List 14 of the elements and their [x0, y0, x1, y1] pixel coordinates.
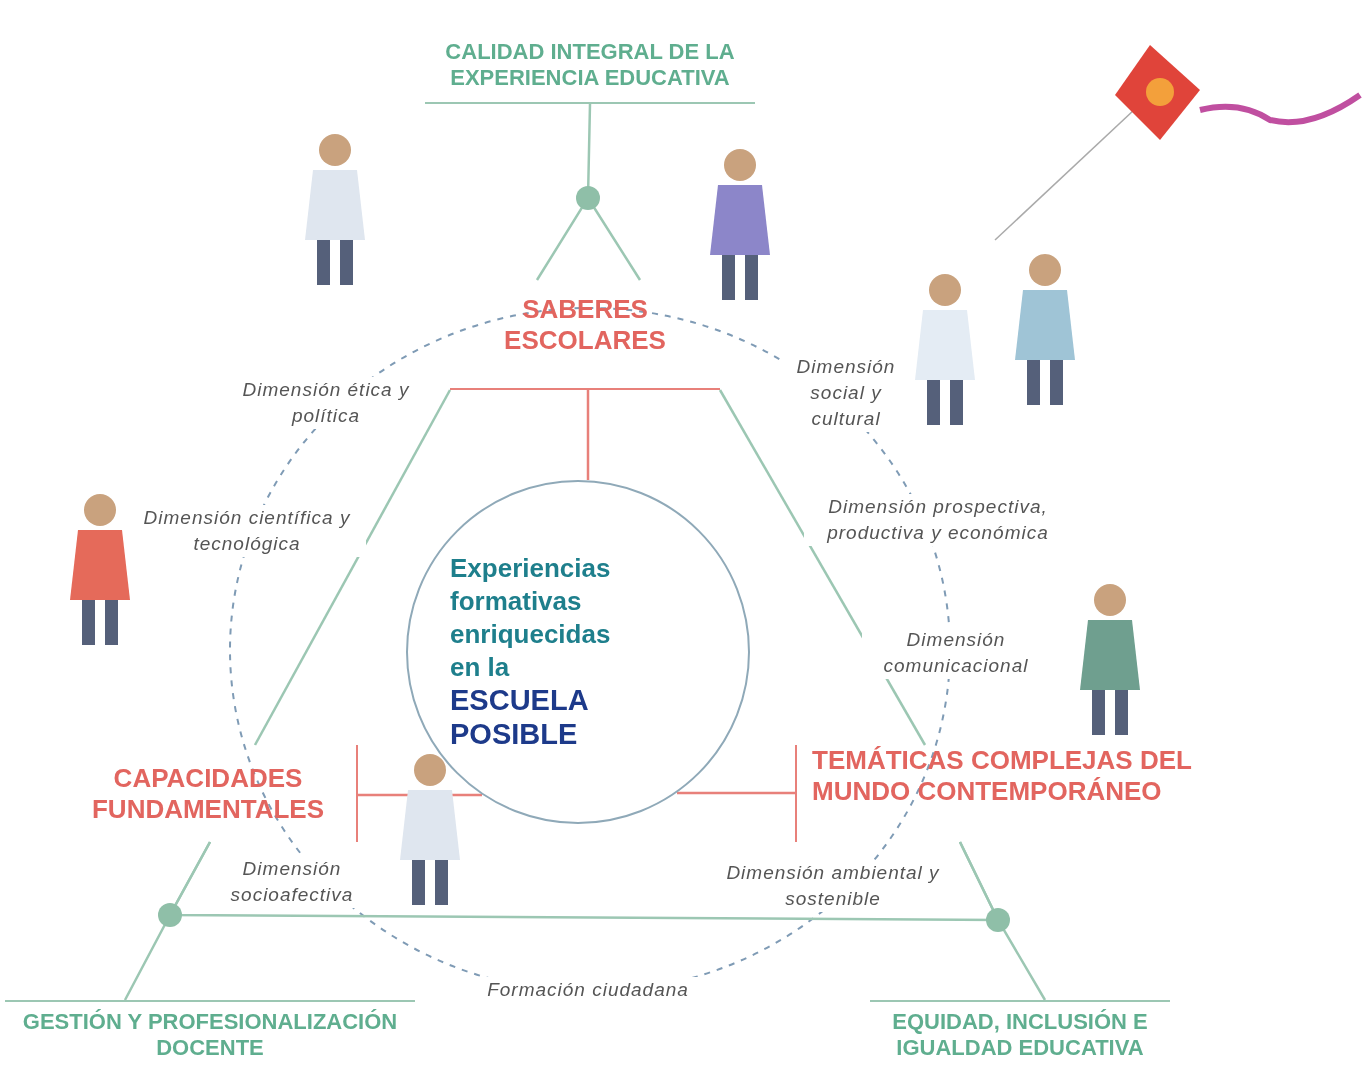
- heading-text: EQUIDAD, INCLUSIÓN E IGUALDAD EDUCATIVA: [891, 1009, 1149, 1061]
- connector-line: [253, 389, 452, 746]
- center-text: Experiencias formativas enriquecidas en la ESCUELA POSIBLE: [450, 552, 612, 752]
- connector-line: [718, 389, 927, 746]
- heading-text: CAPACIDADES FUNDAMENTALES: [90, 762, 326, 825]
- heading-text: SABERES ESCOLARES: [503, 294, 667, 356]
- heading-text: GESTIÓN Y PROFESIONALIZACIÓN DOCENTE: [21, 1009, 399, 1061]
- connector-line: [958, 841, 1047, 1001]
- connector-line: [677, 791, 795, 795]
- heading-text: TEMÁTICAS COMPLEJAS DEL MUNDO CONTEMPORÁNEO: [812, 745, 1193, 807]
- connector-line: [586, 390, 590, 480]
- heading-text: CALIDAD INTEGRAL DE LA EXPERIENCIA EDUCATIVA: [444, 39, 736, 91]
- connector-line: [123, 841, 212, 1001]
- connector-line: [535, 102, 642, 282]
